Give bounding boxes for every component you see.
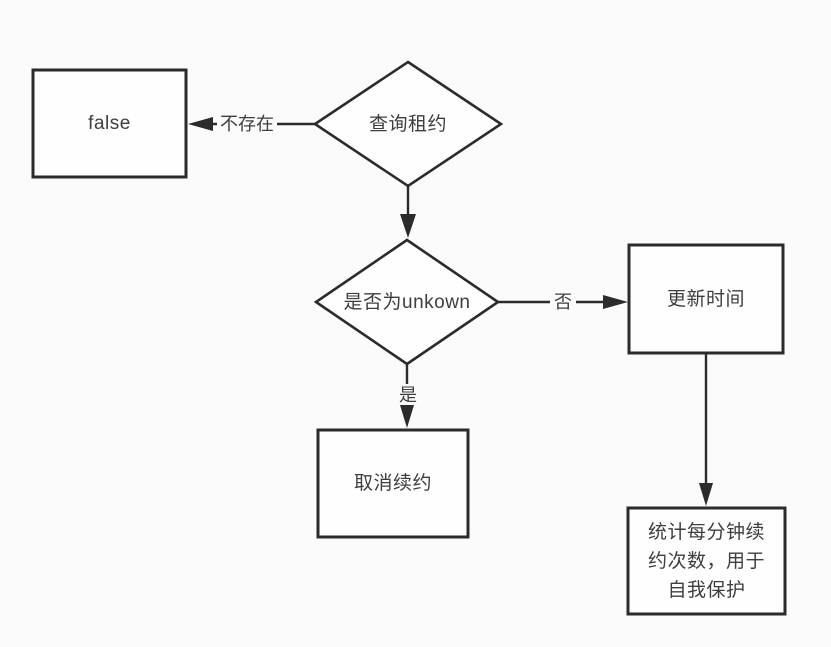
edge-after-update: [699, 353, 713, 506]
node-count-renewals-shape: [626, 506, 787, 616]
edge-label-yes: 是: [395, 384, 421, 405]
arrowhead-down-icon: [400, 214, 416, 238]
edge-label-no: 否: [550, 290, 576, 313]
node-update-time-shape: [627, 243, 785, 355]
node-false-shape: [31, 68, 188, 179]
node-cancel-renewal-label: 取消续约: [353, 473, 432, 494]
node-count-renewals-label: 统计每分钟续约次数，用于自我保护: [647, 521, 765, 601]
node-is-unkown-label: 是否为unkown: [343, 291, 471, 313]
arrowhead-down-icon: [699, 483, 713, 506]
arrowhead-down-icon: [400, 405, 414, 428]
node-query-lease-shape: [312, 60, 504, 188]
edge-label-not-exists: 不存在: [217, 112, 277, 136]
node-query-lease-label: 查询租约: [368, 113, 447, 135]
edge-lease-found: [400, 186, 416, 238]
node-cancel-renewal-shape: [316, 428, 470, 539]
arrowhead-left-icon: [188, 117, 213, 131]
node-false-label: false: [88, 113, 131, 134]
arrowhead-right-icon: [603, 295, 628, 309]
node-update-time-label: 更新时间: [666, 288, 745, 310]
node-is-unkown-shape: [313, 238, 501, 366]
